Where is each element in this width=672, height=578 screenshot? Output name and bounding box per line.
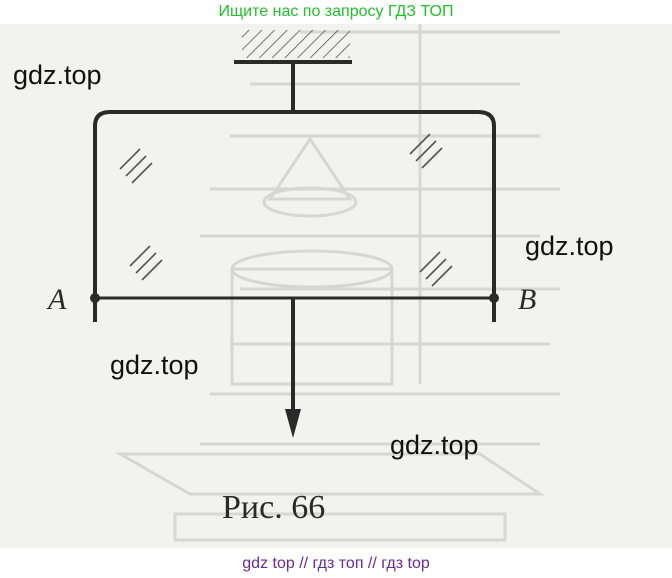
watermark: gdz.top — [110, 350, 199, 380]
label-b: B — [518, 283, 536, 316]
glass-hatch — [119, 133, 453, 287]
diagram-drawing: A B Рис. 66 — [46, 24, 560, 542]
point-a — [90, 293, 100, 303]
figure-image: A B Рис. 66 — [0, 24, 672, 548]
top-banner: Ищите нас по запросу ГДЗ ТОП — [218, 3, 454, 20]
watermark: gdz.top — [13, 60, 102, 90]
ceiling-hatch — [242, 30, 350, 58]
frame — [93, 110, 496, 322]
force-arrow — [285, 409, 301, 438]
bottom-banner: gdz top // гдз топ // гдз top — [242, 555, 430, 572]
figure-caption: Рис. 66 — [222, 489, 325, 526]
watermark: gdz.top — [390, 430, 479, 460]
point-b — [489, 293, 499, 303]
background-sketch — [114, 24, 560, 542]
watermark: gdz.top — [525, 231, 614, 261]
label-a: A — [46, 283, 67, 316]
